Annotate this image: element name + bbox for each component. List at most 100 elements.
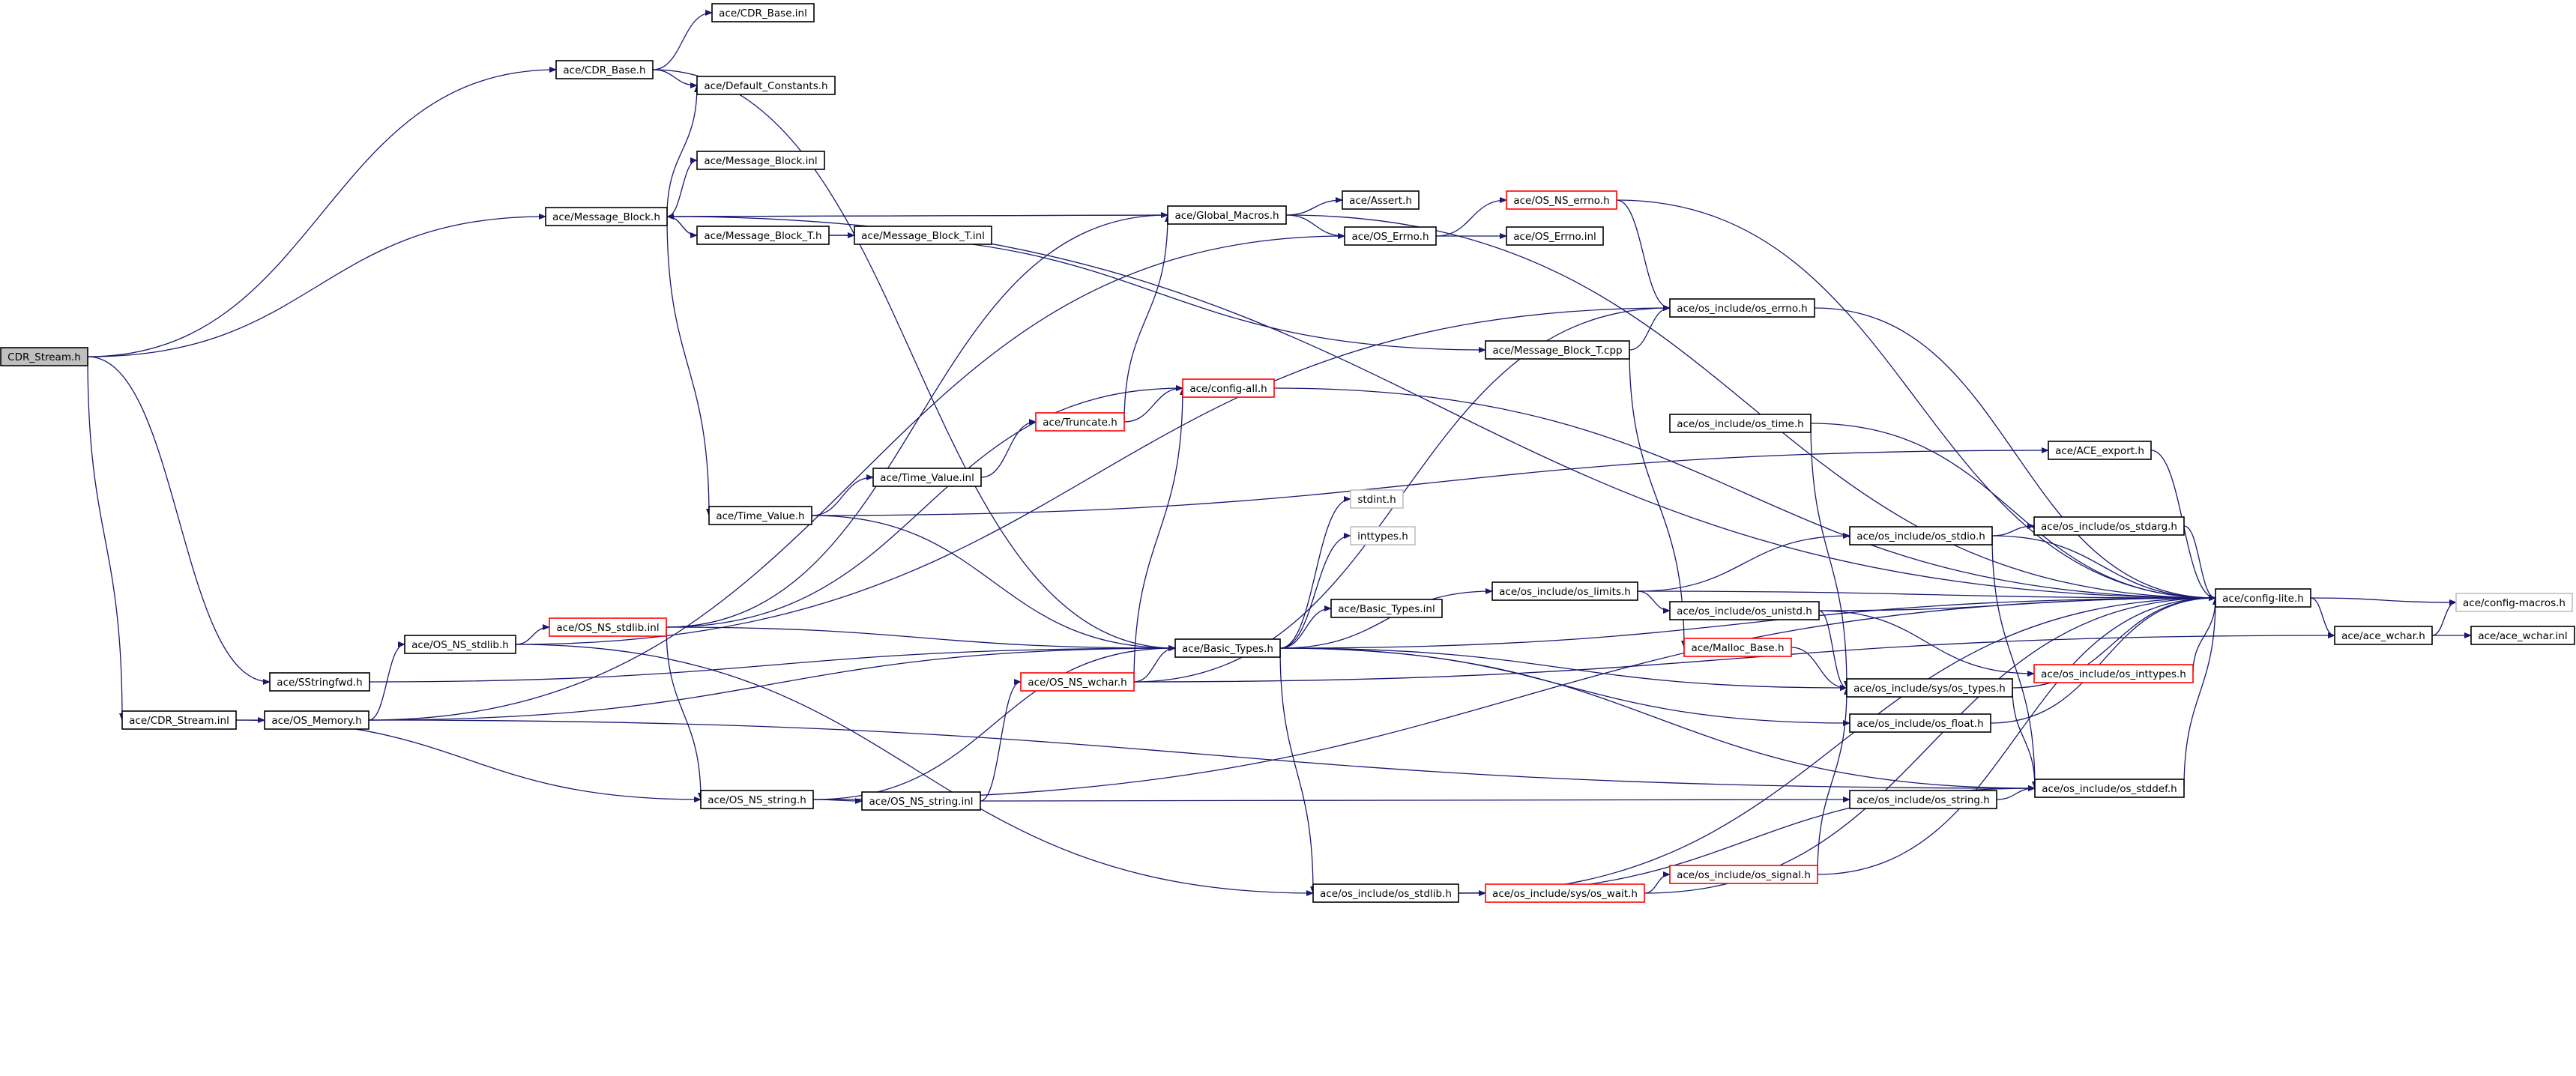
node-config-all-h[interactable]: ace/config-all.h	[1182, 378, 1275, 398]
node-message-block-h[interactable]: ace/Message_Block.h	[545, 207, 668, 226]
node-time-value-inl[interactable]: ace/Time_Value.inl	[872, 468, 982, 487]
node-global-macros-h[interactable]: ace/Global_Macros.h	[1167, 205, 1287, 225]
node-label: ace/os_include/os_stdio.h	[1856, 531, 1985, 542]
node-label: ace/ACE_export.h	[2055, 445, 2144, 457]
node-box	[1330, 599, 1443, 618]
node-box	[1035, 412, 1125, 432]
node-os-include-os-time-h[interactable]: ace/os_include/os_time.h	[1669, 414, 1812, 433]
edge-os-ns-errno-h-to-os-include-os-errno-h	[1616, 199, 1671, 311]
node-label: ace/Time_Value.h	[716, 510, 804, 522]
node-box	[121, 710, 237, 730]
edge-basic-types-h-to-config-lite-h	[1279, 595, 2216, 649]
nodes-layer: CDR_Stream.h ace/CDR_Base.inl ace/CDR_Base…	[0, 3, 2575, 903]
node-box	[1344, 226, 1437, 246]
node-stdint-h[interactable]: stdint.h	[1350, 489, 1404, 509]
node-assert-h[interactable]: ace/Assert.h	[1342, 190, 1420, 210]
edge-message-block-h-to-time-value-h	[666, 216, 712, 516]
node-os-ns-wchar-h[interactable]: ace/OS_NS_wchar.h	[1020, 672, 1135, 692]
node-label: ace/os_include/os_signal.h	[1677, 869, 1811, 881]
node-message-block-t-inl[interactable]: ace/Message_Block_T.inl	[854, 226, 992, 245]
node-box	[549, 617, 667, 637]
node-message-block-t-h[interactable]: ace/Message_Block_T.h	[696, 226, 830, 245]
node-box	[1020, 672, 1135, 692]
node-label: ace/Message_Block_T.inl	[861, 230, 985, 242]
edge-os-ns-stdlib-inl-to-os-ns-string-h	[666, 626, 704, 800]
edge-cdr-stream-h-to-message-block-h	[87, 214, 546, 357]
edge-message-block-t-h-to-message-block-h	[666, 214, 698, 236]
node-box	[1182, 378, 1275, 398]
node-label: ace/os_include/os_float.h	[1856, 718, 1983, 730]
node-os-include-os-unistd-h[interactable]: ace/os_include/os_unistd.h	[1669, 601, 1820, 620]
edge-message-block-t-h-to-message-block-t-cpp	[828, 235, 1486, 353]
node-message-block-inl[interactable]: ace/Message_Block.inl	[696, 151, 825, 170]
node-message-block-t-cpp[interactable]: ace/Message_Block_T.cpp	[1485, 340, 1630, 360]
node-cdr-stream-h[interactable]: CDR_Stream.h	[0, 347, 88, 366]
node-box	[1669, 601, 1820, 620]
node-os-ns-stdlib-h[interactable]: ace/OS_NS_stdlib.h	[404, 635, 516, 654]
node-box	[1342, 190, 1420, 210]
node-default-constants-h[interactable]: ace/Default_Constants.h	[696, 76, 836, 95]
node-cdr-base-h[interactable]: ace/CDR_Base.h	[555, 60, 654, 79]
edge-os-ns-stdlib-inl-to-config-all-h	[666, 385, 1183, 628]
node-box	[861, 791, 981, 811]
node-os-ns-string-h[interactable]: ace/OS_NS_string.h	[700, 790, 814, 809]
node-label: ace/os_include/os_time.h	[1677, 418, 1803, 430]
edge-os-ns-string-h-to-config-lite-h	[812, 595, 2216, 800]
edge-os-include-os-signal-h-to-os-include-sys-os-types-h	[1817, 687, 1850, 875]
node-os-include-sys-os-types-h[interactable]: ace/os_include/sys/os_types.h	[1846, 678, 2013, 698]
node-os-ns-errno-h[interactable]: ace/OS_NS_errno.h	[1506, 190, 1617, 210]
edge-time-value-inl-to-truncate-h	[980, 419, 1037, 478]
node-ace-wchar-h[interactable]: ace/ace_wchar.h	[2334, 626, 2433, 645]
node-time-value-h[interactable]: ace/Time_Value.h	[708, 506, 812, 525]
edge-os-include-os-limits-h-to-os-include-os-stdio-h	[1637, 533, 1850, 592]
node-os-include-sys-os-wait-h[interactable]: ace/os_include/sys/os_wait.h	[1485, 883, 1645, 903]
edge-global-macros-h-to-config-lite-h	[1285, 214, 2216, 601]
node-os-include-os-stdlib-h[interactable]: ace/os_include/os_stdlib.h	[1312, 883, 1459, 903]
node-os-include-os-limits-h[interactable]: ace/os_include/os_limits.h	[1491, 581, 1638, 601]
node-label: ace/OS_NS_string.inl	[869, 796, 973, 808]
node-cdr-stream-inl[interactable]: ace/CDR_Stream.inl	[121, 710, 237, 730]
node-label: ace/OS_NS_string.h	[708, 794, 806, 806]
node-inttypes-h[interactable]: inttypes.h	[1350, 526, 1416, 545]
node-os-ns-string-inl[interactable]: ace/OS_NS_string.inl	[861, 791, 981, 811]
node-box	[1849, 713, 1991, 733]
node-os-include-os-float-h[interactable]: ace/os_include/os_float.h	[1849, 713, 1991, 733]
node-os-include-os-stdarg-h[interactable]: ace/os_include/os_stdarg.h	[2033, 516, 2185, 536]
node-sstringfwd-h[interactable]: ace/SStringfwd.h	[269, 672, 370, 692]
edge-global-macros-h-to-message-block-h	[666, 213, 1168, 220]
edge-os-memory-h-to-os-include-os-stddef-h	[368, 719, 2036, 791]
node-truncate-h[interactable]: ace/Truncate.h	[1035, 412, 1125, 432]
node-box	[700, 790, 814, 809]
node-basic-types-h[interactable]: ace/Basic_Types.h	[1174, 638, 1281, 658]
edge-os-ns-stdlib-inl-to-global-macros-h	[666, 212, 1168, 628]
node-ace-wchar-inl[interactable]: ace/ace_wchar.inl	[2470, 626, 2575, 645]
node-os-memory-h[interactable]: ace/OS_Memory.h	[264, 710, 369, 730]
node-os-include-os-errno-h[interactable]: ace/os_include/os_errno.h	[1669, 298, 1815, 318]
node-cdr-base-inl[interactable]: ace/CDR_Base.inl	[711, 3, 815, 22]
node-os-include-os-inttypes-h[interactable]: ace/os_include/os_inttypes.h	[2033, 664, 2194, 683]
node-box	[854, 226, 992, 245]
node-os-include-os-stddef-h[interactable]: ace/os_include/os_stddef.h	[2034, 779, 2185, 798]
node-box	[2455, 593, 2573, 612]
edge-cdr-base-h-to-cdr-base-inl	[652, 10, 713, 70]
node-label: ace/Global_Macros.h	[1174, 210, 1279, 222]
node-box	[2470, 626, 2575, 645]
node-label: ace/OS_NS_errno.h	[1513, 195, 1609, 207]
node-label: ace/Message_Block_T.cpp	[1492, 345, 1622, 357]
node-os-include-os-string-h[interactable]: ace/os_include/os_string.h	[1849, 790, 1997, 809]
node-malloc-base-h[interactable]: ace/Malloc_Base.h	[1683, 638, 1792, 657]
node-label: ace/OS_Errno.inl	[1513, 231, 1596, 243]
node-config-macros-h[interactable]: ace/config-macros.h	[2455, 593, 2573, 612]
node-basic-types-inl[interactable]: ace/Basic_Types.inl	[1330, 599, 1443, 618]
node-os-errno-inl[interactable]: ace/OS_Errno.inl	[1506, 226, 1604, 246]
node-config-lite-h[interactable]: ace/config-lite.h	[2215, 588, 2311, 608]
node-os-errno-h[interactable]: ace/OS_Errno.h	[1344, 226, 1437, 246]
node-ace-export-h[interactable]: ace/ACE_export.h	[2048, 441, 2152, 460]
node-os-include-os-signal-h[interactable]: ace/os_include/os_signal.h	[1669, 865, 1818, 884]
node-box	[1312, 883, 1459, 903]
node-os-include-os-stdio-h[interactable]: ace/os_include/os_stdio.h	[1849, 526, 1993, 545]
node-box	[2033, 516, 2185, 536]
node-box	[1485, 883, 1645, 903]
node-os-ns-stdlib-inl[interactable]: ace/OS_NS_stdlib.inl	[549, 617, 667, 637]
edge-os-include-os-stdarg-h-to-config-lite-h	[2183, 525, 2216, 601]
